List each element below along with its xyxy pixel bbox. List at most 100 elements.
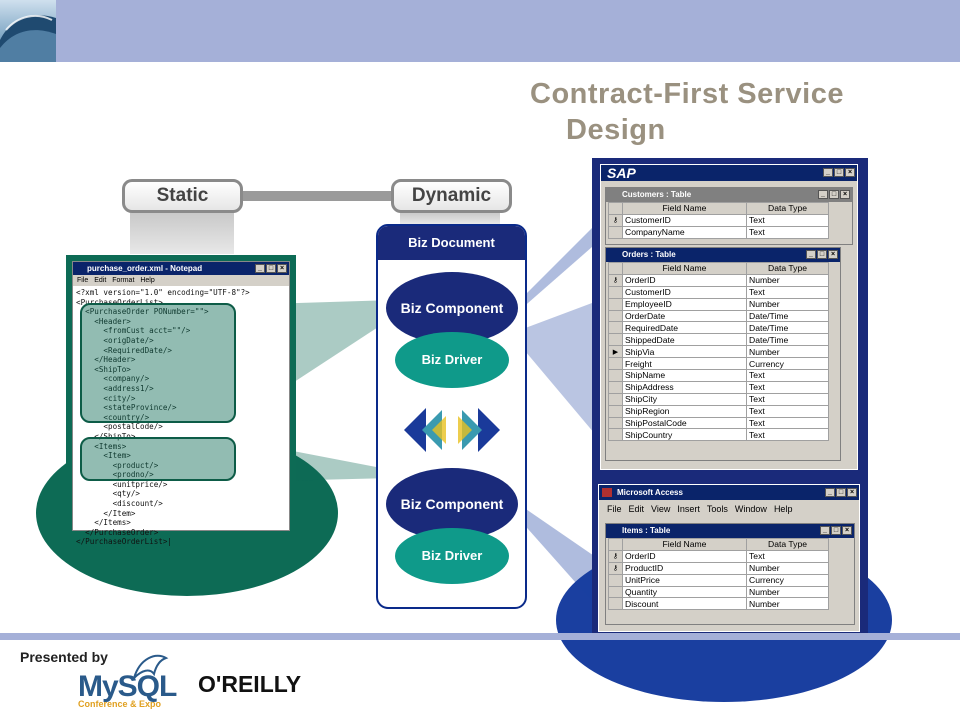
close-button[interactable]: × <box>277 264 287 273</box>
field-name-cell[interactable]: RequiredDate <box>622 321 747 335</box>
minimize-button[interactable]: _ <box>823 168 833 177</box>
row-selector[interactable] <box>608 597 623 611</box>
row-selector[interactable] <box>608 333 623 347</box>
data-type-cell[interactable]: Text <box>746 549 829 563</box>
column-header[interactable]: Field Name <box>622 538 747 551</box>
row-selector[interactable] <box>608 369 623 382</box>
field-name-cell[interactable]: UnitPrice <box>622 573 747 587</box>
table-row[interactable]: CompanyName Text <box>608 225 829 239</box>
field-name-cell[interactable]: ShipName <box>622 369 747 382</box>
xml-notepad-menubar[interactable]: File Edit Format Help <box>73 275 289 286</box>
column-header[interactable]: Field Name <box>622 202 747 215</box>
field-name-cell[interactable]: CustomerID <box>622 213 747 227</box>
row-selector[interactable]: ⚷ <box>608 549 623 563</box>
menu-insert[interactable]: Insert <box>677 504 700 514</box>
data-type-cell[interactable]: Currency <box>746 357 829 371</box>
minimize-button[interactable]: _ <box>255 264 265 273</box>
column-header[interactable]: Data Type <box>746 262 829 275</box>
table-row[interactable]: ⚷ CustomerID Text <box>608 213 829 227</box>
data-type-cell[interactable]: Text <box>746 213 829 227</box>
field-name-cell[interactable]: OrderID <box>622 549 747 563</box>
column-header[interactable]: Data Type <box>746 538 829 551</box>
row-selector[interactable]: ⚷ <box>608 561 623 575</box>
menu-edit[interactable]: Edit <box>628 504 645 514</box>
menu-tools[interactable]: Tools <box>706 504 728 514</box>
xml-code-text[interactable]: <?xml version="1.0" encoding="UTF-8"?> <… <box>76 288 250 547</box>
row-selector[interactable] <box>608 404 623 418</box>
field-name-cell[interactable]: ShipPostalCode <box>622 416 747 430</box>
field-name-cell[interactable]: OrderDate <box>622 309 747 323</box>
row-selector[interactable] <box>608 321 623 335</box>
data-type-cell[interactable]: Text <box>746 380 829 394</box>
field-name-cell[interactable]: CustomerID <box>622 285 747 299</box>
data-type-cell[interactable]: Number <box>746 273 829 287</box>
menu-view[interactable]: View <box>651 504 671 514</box>
row-selector[interactable]: ⚷ <box>608 213 623 227</box>
field-name-cell[interactable]: EmployeeID <box>622 297 747 311</box>
field-name-cell[interactable]: Freight <box>622 357 747 371</box>
row-selector[interactable] <box>608 585 623 599</box>
data-type-cell[interactable]: Text <box>746 416 829 430</box>
minimize-button[interactable]: _ <box>820 526 830 535</box>
data-type-cell[interactable]: Number <box>746 297 829 311</box>
close-button[interactable]: × <box>847 488 857 497</box>
row-selector[interactable] <box>608 392 623 406</box>
field-name-cell[interactable]: ShippedDate <box>622 333 747 347</box>
column-header[interactable]: Data Type <box>746 202 829 215</box>
column-header[interactable]: Field Name <box>622 262 747 275</box>
maximize-button[interactable]: □ <box>836 488 846 497</box>
close-button[interactable]: × <box>828 250 838 259</box>
close-button[interactable]: × <box>845 168 855 177</box>
row-selector[interactable] <box>608 573 623 587</box>
field-name-cell[interactable]: ProductID <box>622 561 747 575</box>
data-type-cell[interactable]: Text <box>746 225 829 239</box>
field-name-cell[interactable]: ShipRegion <box>622 404 747 418</box>
data-type-cell[interactable]: Number <box>746 597 829 611</box>
close-button[interactable]: × <box>840 190 850 199</box>
menu-help[interactable]: Help <box>773 504 793 514</box>
menu-window[interactable]: Window <box>734 504 767 514</box>
maximize-button[interactable]: □ <box>266 264 276 273</box>
maximize-button[interactable]: □ <box>831 526 841 535</box>
data-type-cell[interactable]: Currency <box>746 573 829 587</box>
row-selector[interactable] <box>608 309 623 323</box>
row-selector[interactable] <box>608 225 623 239</box>
field-name-cell[interactable]: CompanyName <box>622 225 747 239</box>
maximize-button[interactable]: □ <box>834 168 844 177</box>
data-type-cell[interactable]: Text <box>746 369 829 382</box>
close-button[interactable]: × <box>842 526 852 535</box>
data-type-cell[interactable]: Number <box>746 345 829 359</box>
menu-file[interactable]: File <box>607 504 622 514</box>
data-type-cell[interactable]: Date/Time <box>746 309 829 323</box>
row-selector[interactable]: ⚷ <box>608 273 623 287</box>
row-selector[interactable] <box>608 357 623 371</box>
data-type-cell[interactable]: Number <box>746 561 829 575</box>
row-selector[interactable] <box>608 380 623 394</box>
row-selector[interactable]: ▶ <box>608 345 623 359</box>
field-name-cell[interactable]: ShipVia <box>622 345 747 359</box>
field-name-cell[interactable]: ShipCity <box>622 392 747 406</box>
field-name-cell[interactable]: ShipCountry <box>622 428 747 442</box>
row-selector[interactable] <box>608 416 623 430</box>
maximize-button[interactable]: □ <box>817 250 827 259</box>
row-selector[interactable] <box>608 428 623 442</box>
field-name-cell[interactable]: Discount <box>622 597 747 611</box>
field-name-cell[interactable]: ShipAddress <box>622 380 747 394</box>
data-type-cell[interactable]: Text <box>746 428 829 442</box>
minimize-button[interactable]: _ <box>825 488 835 497</box>
field-name-cell[interactable]: OrderID <box>622 273 747 287</box>
field-name-cell[interactable]: Quantity <box>622 585 747 599</box>
